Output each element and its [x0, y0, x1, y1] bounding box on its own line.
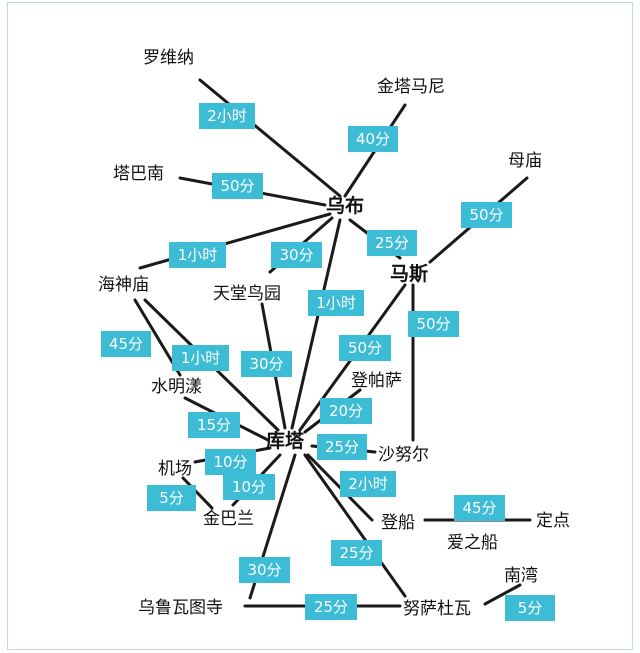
time-tiantang-kuta: 30分: [241, 351, 292, 377]
place-shuimingyang: 水明漾: [151, 377, 202, 397]
place-aizhichuan: 爱之船: [447, 533, 498, 553]
time-masi-kuta: 50分: [339, 335, 391, 361]
time-nanwan-nusadwa: 5分: [505, 595, 555, 621]
time-dengchuan-kuta: 2小时: [340, 471, 396, 497]
place-luoweina: 罗维纳: [143, 48, 194, 68]
time-shuimingyang-kuta: 15分: [188, 412, 240, 438]
time-shanuer-kuta: 25分: [317, 434, 367, 460]
time-nusadwa-kuta: 25分: [331, 540, 382, 566]
route-jichang-jinbalan: [181, 476, 214, 510]
time-jichang-kuta: 10分: [205, 449, 256, 475]
place-nanwan: 南湾: [504, 566, 538, 586]
place-shanuer: 沙努尔: [378, 445, 429, 465]
place-kuta: 库塔: [266, 430, 305, 452]
place-wuluwatusi: 乌鲁瓦图寺: [138, 598, 223, 618]
time-wuluwatu-kuta: 30分: [239, 557, 290, 583]
place-dingdian: 定点: [536, 511, 570, 531]
place-dengpasa: 登帕萨: [351, 371, 402, 391]
time-haishenmiao-shuimingyang: 45分: [101, 331, 151, 357]
time-jinbalan-kuta: 10分: [223, 474, 275, 500]
place-jinbalan: 金巴兰: [203, 509, 254, 529]
time-ubud-masi: 25分: [367, 230, 417, 256]
time-wuluwatu-nusadwa: 25分: [305, 594, 357, 620]
place-masi: 马斯: [390, 263, 429, 285]
route-luoweina-ubud: [198, 78, 342, 198]
map-frame: [7, 2, 633, 650]
time-jichang-jinbalan: 5分: [147, 485, 196, 511]
route-nusadwa-kuta: [303, 453, 407, 598]
place-nusadwa: 努萨杜瓦: [403, 599, 471, 619]
place-tiantangniaoyuan: 天堂鸟园: [213, 284, 281, 304]
place-jichang: 机场: [158, 459, 192, 479]
time-masi-shanuer: 50分: [408, 311, 459, 337]
time-tiantang-ubud: 30分: [271, 242, 322, 268]
place-jintamani: 金塔马尼: [377, 77, 445, 97]
time-dengpasa-kuta: 20分: [320, 398, 372, 424]
place-haishenmiao: 海神庙: [98, 275, 149, 295]
time-luoweina-ubud: 2小时: [199, 103, 255, 129]
place-mumiao: 母庙: [508, 151, 542, 171]
time-kuta-ubud: 1小时: [308, 290, 364, 316]
place-dengchuan: 登船: [381, 513, 415, 533]
time-haishenmiao-kuta: 1小时: [172, 345, 229, 371]
time-mumiao-masi: 50分: [461, 202, 512, 228]
time-haishenmiao-ubud: 1小时: [169, 242, 226, 268]
route-kuta-ubud: [290, 218, 342, 430]
time-tabanan-ubud: 50分: [212, 173, 263, 199]
time-jintamani-ubud: 40分: [348, 126, 398, 152]
time-dengchuan-dingdian: 45分: [454, 495, 505, 521]
place-ubud: 乌布: [326, 195, 365, 217]
place-tabanan: 塔巴南: [113, 164, 164, 184]
route-nanwan-nusadwa: [483, 583, 522, 606]
